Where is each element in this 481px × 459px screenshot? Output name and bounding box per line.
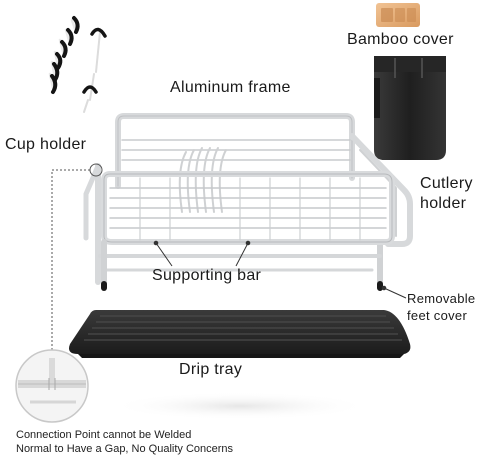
connection-note-line1: Connection Point cannot be Welded [16, 429, 192, 441]
drip-tray [69, 310, 411, 358]
cutlery-holder-label-line1: Cutlery [420, 175, 473, 192]
aluminum-frame [83, 113, 413, 291]
supporting-bar-label: Supporting bar [152, 267, 262, 284]
removable-feet-cover-label: Removable feet cover [407, 290, 475, 324]
removable-feet-label-line2: feet cover [407, 308, 468, 323]
connection-note: Connection Point cannot be Welded Normal… [16, 428, 233, 456]
feet-cover-pointer [381, 285, 407, 299]
floor-shadow [110, 392, 370, 420]
removable-feet-label-line1: Removable [407, 291, 476, 306]
cup-holder-label: Cup holder [5, 136, 87, 153]
bamboo-cover-label: Bamboo cover [347, 31, 454, 48]
bamboo-cover [376, 3, 420, 27]
connection-callout-line [51, 163, 103, 356]
connection-point-zoom [15, 349, 89, 423]
cutlery-holder-label: Cutlery holder [420, 174, 473, 214]
supporting-bar-pointers [153, 240, 251, 267]
cup-holder-hooks [48, 16, 107, 113]
aluminum-frame-label: Aluminum frame [170, 79, 291, 96]
cutlery-holder [374, 56, 446, 160]
drip-tray-label: Drip tray [179, 361, 243, 378]
cutlery-holder-label-line2: holder [420, 195, 467, 212]
connection-note-line2: Normal to Have a Gap, No Quality Concern… [16, 443, 234, 455]
